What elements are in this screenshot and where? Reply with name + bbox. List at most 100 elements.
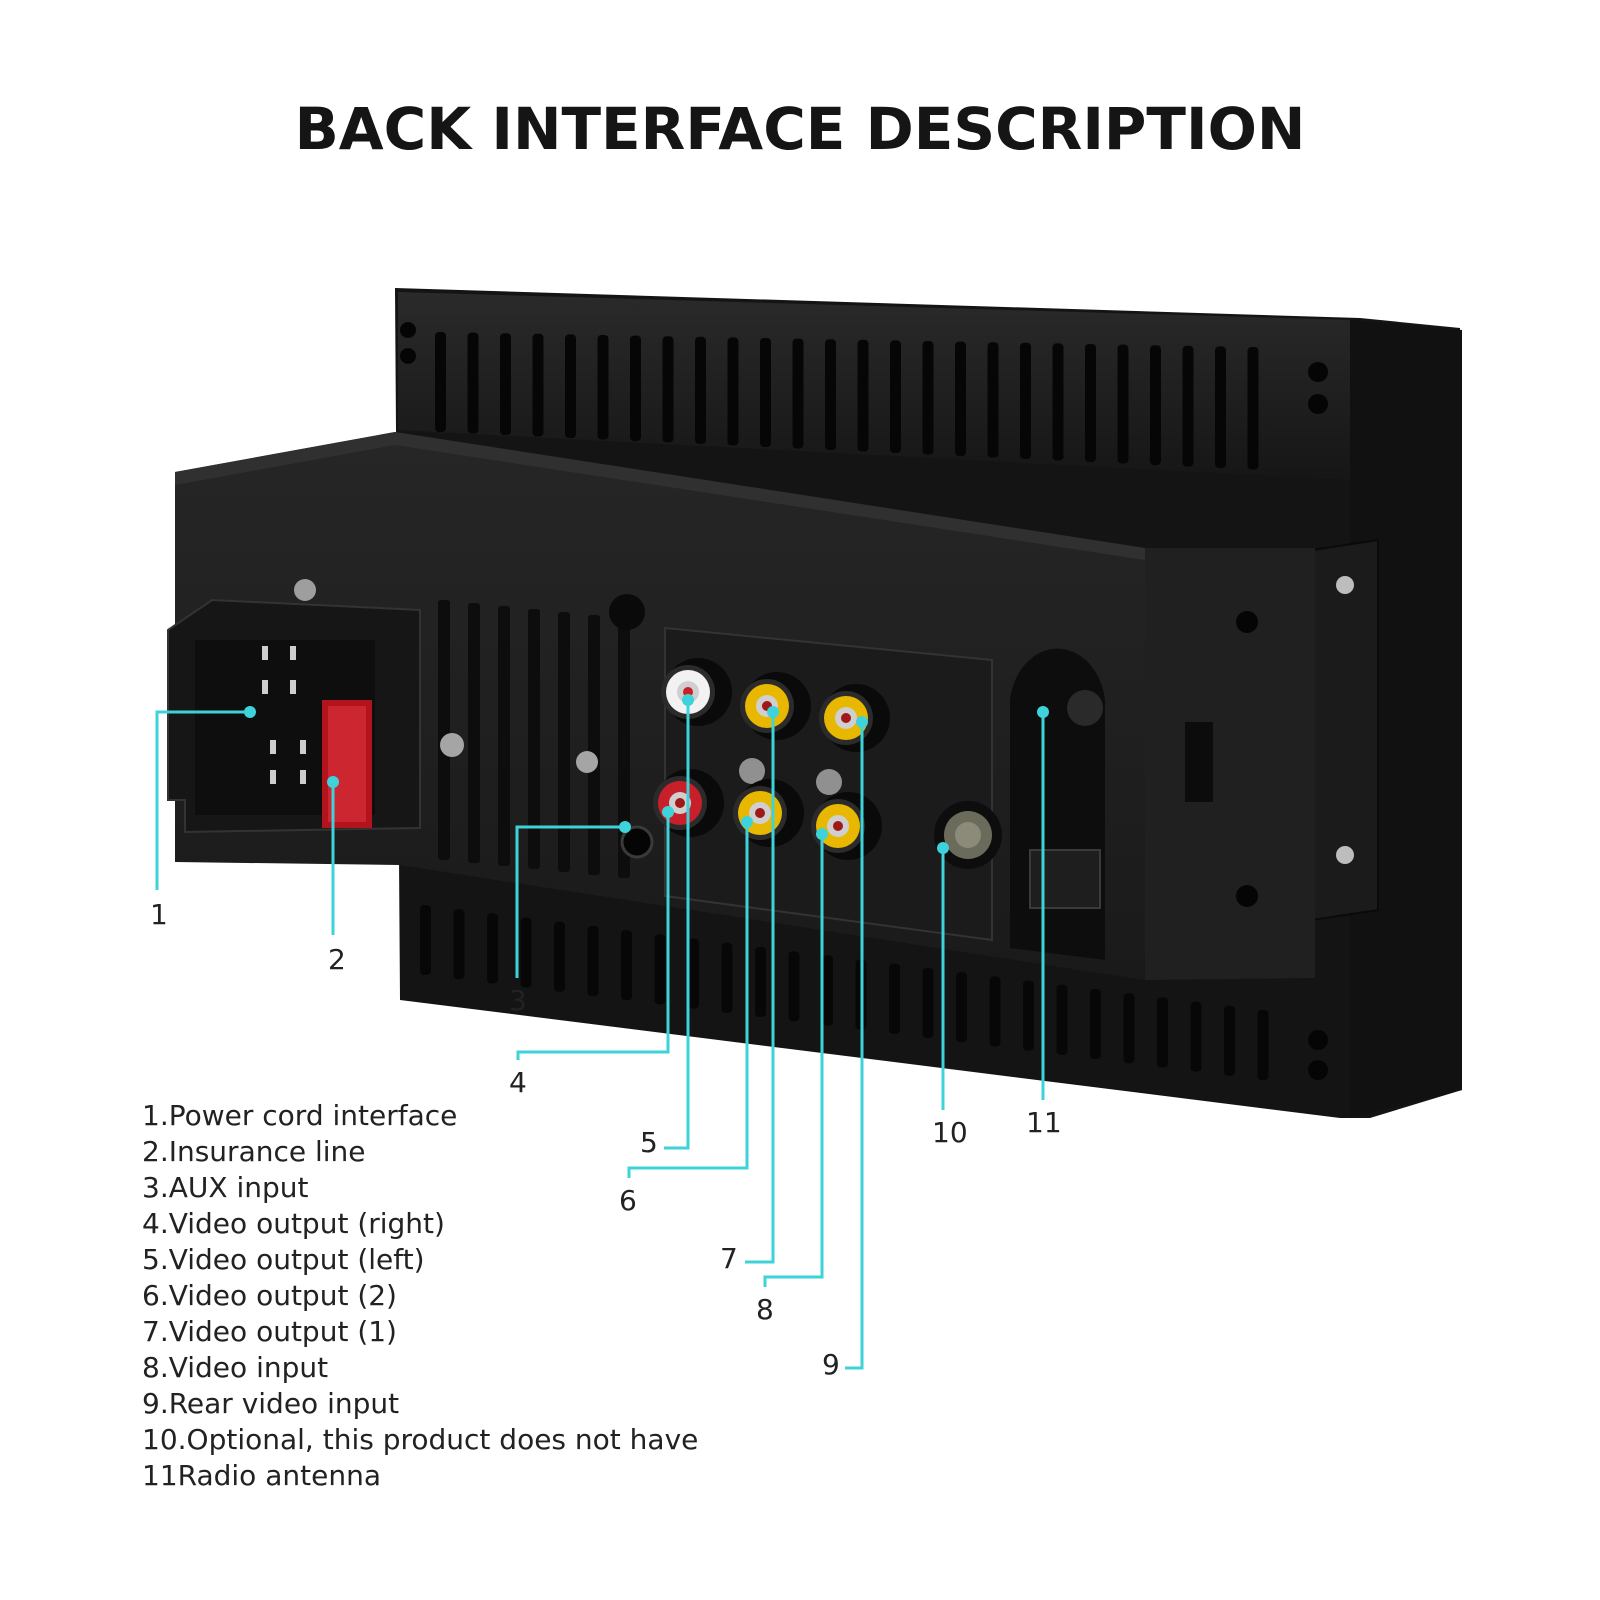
callout-dot	[1037, 706, 1049, 718]
callout-leader	[515, 821, 631, 978]
vent-slot	[1157, 997, 1168, 1068]
vent-rib	[558, 612, 570, 872]
rca-jack	[819, 684, 890, 752]
connector-pin	[290, 646, 296, 660]
callout-leader	[327, 776, 339, 935]
vent-slot	[755, 947, 766, 1017]
bottom-vent-slots	[420, 905, 1269, 1080]
callout-leader	[763, 828, 828, 1287]
vent-slot	[435, 332, 446, 432]
legend-item: 7.Video output (1)	[142, 1315, 397, 1348]
vent-rib	[528, 609, 540, 869]
callout-leader	[1037, 706, 1049, 1100]
callout-leader	[745, 706, 779, 1264]
legend-item: 4.Video output (right)	[142, 1207, 445, 1240]
callout-number: 11	[1026, 1106, 1062, 1139]
callout-dot	[662, 806, 674, 818]
bracket-screw	[1336, 846, 1354, 864]
vent-slot	[721, 942, 733, 1013]
callout-leader	[664, 694, 694, 1150]
leader-lines	[155, 694, 1049, 1370]
vent-slot	[1224, 1005, 1235, 1076]
vent-rib	[588, 615, 600, 875]
vent-slot	[587, 926, 599, 996]
connector-pin	[262, 646, 268, 660]
vent-slot	[890, 340, 901, 453]
vent-slot	[654, 934, 666, 1005]
callout-dot	[767, 706, 779, 718]
legend-list: 1.Power cord interface 2.Insurance line …	[142, 1098, 698, 1494]
rca-jack	[740, 672, 811, 740]
vent-slot	[1190, 1001, 1202, 1072]
callout-dot	[856, 716, 868, 728]
vent-slot	[1123, 993, 1135, 1064]
connector-pin	[300, 740, 306, 754]
callout-number: 1	[150, 898, 168, 931]
vent-slot	[987, 342, 999, 458]
vent-slot	[688, 938, 699, 1009]
vent-slot	[1150, 345, 1161, 465]
vent-slot	[630, 335, 641, 441]
vent-slot	[989, 976, 1001, 1047]
connector-pin	[262, 680, 268, 694]
callout-number: 9	[822, 1348, 840, 1381]
vent-slot	[1056, 984, 1068, 1055]
callout-dot	[937, 842, 949, 854]
callout-dot	[244, 706, 256, 718]
mount-hole	[609, 594, 645, 630]
connector-pin	[290, 680, 296, 694]
vent-slot	[922, 341, 934, 455]
callout-dot	[682, 694, 694, 706]
vent-slot	[727, 337, 739, 446]
vent-rib	[468, 603, 480, 863]
page-title: BACK INTERFACE DESCRIPTION	[294, 95, 1306, 163]
mount-screw	[576, 751, 598, 773]
callout-dot	[327, 776, 339, 788]
vent-slot	[520, 917, 532, 988]
vent-slot	[554, 921, 565, 992]
callout-number: 7	[720, 1242, 738, 1275]
vent-slot	[788, 951, 800, 1022]
mount-screw	[294, 579, 316, 601]
vent-slot	[825, 339, 836, 450]
fuse-holder	[322, 700, 372, 828]
callout-number: 2	[328, 943, 346, 976]
connector-pin	[270, 740, 276, 754]
power-connector	[167, 579, 421, 834]
vent-slot	[532, 333, 544, 437]
vent-slot	[597, 335, 609, 440]
connector-pin	[300, 770, 306, 784]
vent-slot	[889, 963, 900, 1034]
vent-slot	[500, 333, 511, 435]
legend-item: 8.Video input	[142, 1351, 329, 1384]
rca-jack	[811, 792, 882, 860]
callout-dot	[619, 821, 631, 833]
legend-item: 10.Optional, this product does not have	[142, 1423, 699, 1456]
top-vent-slots	[435, 332, 1259, 470]
vent-slot	[467, 332, 479, 434]
legend-item: 9.Rear video input	[142, 1387, 400, 1420]
callout-leader	[516, 806, 674, 1060]
rca-panel	[653, 626, 1002, 942]
legend-item: 2.Insurance line	[142, 1135, 366, 1168]
vent-slot	[1020, 342, 1031, 459]
legend-item: 11Radio antenna	[142, 1459, 381, 1492]
vent-slot	[1023, 980, 1034, 1051]
bracket-screw	[1336, 576, 1354, 594]
vent-rib	[618, 618, 630, 878]
vent-slot	[1052, 343, 1064, 461]
face-vent-ribs	[438, 600, 630, 878]
legend-item: 5.Video output (left)	[142, 1243, 425, 1276]
mount-screw	[440, 733, 464, 757]
vent-slot	[822, 955, 833, 1026]
vent-slot	[1215, 346, 1226, 468]
callout-leader	[845, 716, 868, 1370]
callout-number: 5	[640, 1126, 658, 1159]
vent-slot	[695, 336, 706, 444]
gps-port	[1010, 648, 1105, 960]
vent-slot	[1117, 344, 1129, 464]
callout-leader	[627, 816, 753, 1178]
vent-slot	[1247, 347, 1259, 470]
vent-slot	[1257, 1010, 1269, 1080]
